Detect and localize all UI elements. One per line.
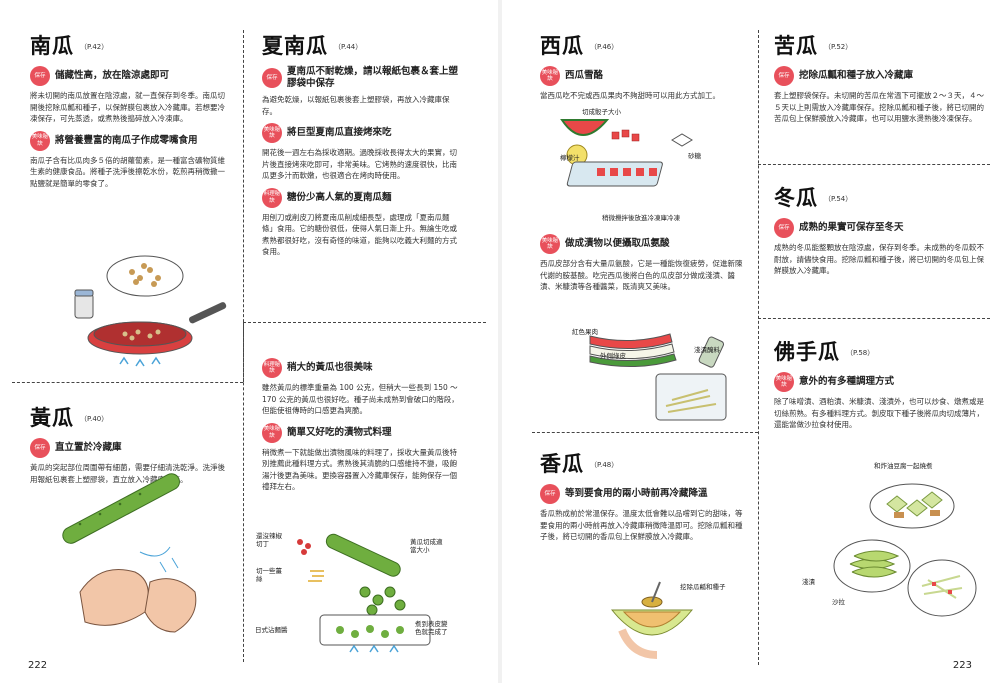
tip-body: 當西瓜吃不完或西瓜果肉不夠甜時可以用此方式加工。 <box>540 91 720 100</box>
caption: 紅色果肉 <box>572 328 598 336</box>
page-number: 222 <box>28 660 48 671</box>
page-number: 223 <box>952 660 972 671</box>
storage-badge: 保存 <box>774 218 794 238</box>
storage-badge: 保存 <box>540 484 560 504</box>
divider <box>243 322 244 662</box>
divider <box>243 30 244 382</box>
tip-body: 西瓜皮部分含有大量瓜氨酸，它是一種能恢復疲勞，促進新陳代謝的胺基酸。吃完西瓜後將… <box>540 259 743 291</box>
section-title: 佛手瓜（P.58） <box>774 340 875 364</box>
caption: 外側綠皮 <box>600 352 626 360</box>
section-bitter-melon: 苦瓜（P.52） 保存 挖除瓜瓤和種子放入冷藏庫 套上塑膠袋保存。未切開的苦瓜在… <box>774 30 984 125</box>
tip-body: 開花後一週左右為採收適期。過晚採收長得太大的果實，切片後直接烤來吃即可，非常美味… <box>262 148 457 180</box>
right-page: 西瓜（P.46） 美味秘訣 西瓜雪酪 當西瓜吃不完或西瓜果肉不夠甜時可以用此方式… <box>502 0 1000 683</box>
tip-body: 套上塑膠袋保存。未切開的苦瓜在常溫下可擺放２～３天，４～５天以上則需放入冷藏庫保… <box>774 91 984 123</box>
tip-body: 南瓜子含有比瓜肉多５倍的胡蘿蔔素，是一種富含礦物質維生素的健康食品。將種子洗淨後… <box>30 155 225 188</box>
caption: 挖除瓜瓤和種子 <box>680 583 726 591</box>
section-title: 香瓜（P.48） <box>540 452 619 476</box>
tip-body: 成熟的冬瓜能整顆放在陰涼處，保存到冬季。未成熟的冬瓜較不耐放，請儘快食用。挖除瓜… <box>774 243 984 275</box>
tip-heading: 美味秘訣 簡單又好吃的漬物式料理 <box>262 422 462 443</box>
section-pumpkin: 南瓜（P.42） 保存 儲藏性高，放在陰涼處即可 將未切開的南瓜放置在陰涼處，就… <box>30 30 230 189</box>
section-title: 西瓜（P.46） <box>540 34 619 58</box>
tip-body: 為避免乾燥，以報紙包裹後套上塑膠袋，再放入冷藏庫保存。 <box>262 95 450 116</box>
tip-heading: 美味秘訣 將巨型夏南瓜直接烤來吃 <box>262 123 460 143</box>
tip-heading: 保存 直立置於冷藏庫 <box>30 438 228 458</box>
tip-body: 除了味噌漬、酒粕漬、米糠漬、淺漬外，也可以炒食、燉煮或是切絲煎熟。有多種料理方式… <box>774 397 984 429</box>
caption: 黃瓜切成適當大小 <box>410 538 443 554</box>
caption: 砂糖 <box>688 152 701 160</box>
tip-badge: 美味秘訣 <box>30 130 50 151</box>
cooking-badge: 料理秘訣 <box>262 187 282 208</box>
divider <box>12 382 243 383</box>
tip-heading: 料理秘訣 糖份少高人氣的夏南瓜麵 <box>262 187 460 208</box>
tip-heading: 保存 成熟的果實可保存至冬天 <box>774 218 984 238</box>
tip-body: 雖然黃瓜的標準重量為 100 公克，但稍大一些長到 150 ～ 170 公克的黃… <box>262 383 459 415</box>
section-big-cucumber: 料理秘訣 稍大的黃瓜也很美味 雖然黃瓜的標準重量為 100 公克，但稍大一些長到… <box>262 352 462 493</box>
caption: 稍微攪拌後放進冷凍庫冷凍 <box>602 214 680 222</box>
tip-badge: 美味秘訣 <box>262 123 282 143</box>
section-chayote: 佛手瓜（P.58） 美味秘訣 意外的有多種調理方式 除了味噌漬、酒粕漬、米糠漬、… <box>774 336 984 431</box>
watermelon-pickle-illustration <box>589 333 727 421</box>
left-page: 南瓜（P.42） 保存 儲藏性高，放在陰涼處即可 將未切開的南瓜放置在陰涼處，就… <box>0 0 498 683</box>
tip-heading: 保存 夏南瓜不耐乾燥，請以報紙包裹＆套上塑膠袋中保存 <box>262 66 460 90</box>
caption: 淺漬醃料 <box>694 346 720 354</box>
section-title: 苦瓜（P.52） <box>774 34 853 58</box>
section-winter-melon: 冬瓜（P.54） 保存 成熟的果實可保存至冬天 成熟的冬瓜能整顆放在陰涼處，保存… <box>774 182 984 277</box>
washing-cucumber-illustration <box>62 473 197 633</box>
tip-heading: 美味秘訣 西瓜雪酪 <box>540 66 745 86</box>
tip-badge: 美味秘訣 <box>262 422 282 443</box>
cucumber-cooking-illustration <box>297 533 431 653</box>
section-melon: 香瓜（P.48） 保存 等到要食用的兩小時前再冷藏降溫 香瓜熟成前於常溫保存。溫… <box>540 448 745 543</box>
storage-badge: 保存 <box>30 66 50 86</box>
section-watermelon-pickle: 美味秘訣 做成漬物以便攝取瓜氨酸 西瓜皮部分含有大量瓜氨酸，它是一種能恢復疲勞，… <box>540 228 745 293</box>
divider <box>758 30 759 665</box>
caption: 日式沾麵醬 <box>255 626 288 634</box>
tip-body: 香瓜熟成前於常溫保存。溫度太低會難以品嚐到它的甜味，等要食用的兩小時前再放入冷藏… <box>540 509 743 541</box>
tip-heading: 美味秘訣 將營養豐富的南瓜子作成零嘴食用 <box>30 130 230 151</box>
melon-scoop-illustration <box>610 581 694 659</box>
divider <box>243 322 486 323</box>
tip-heading: 保存 儲藏性高，放在陰涼處即可 <box>30 66 230 86</box>
caption: 檸檬汁 <box>560 154 580 162</box>
tip-body: 用刨刀或削皮刀將夏南瓜削成細長型，處理成「夏南瓜麵條」食用。它的糖份很低，使得人… <box>262 212 457 257</box>
tip-heading: 美味秘訣 意外的有多種調理方式 <box>774 372 984 392</box>
section-title: 黃瓜（P.40） <box>30 406 109 430</box>
section-title: 南瓜（P.42） <box>30 34 109 58</box>
storage-badge: 保存 <box>262 68 282 88</box>
storage-badge: 保存 <box>30 438 50 458</box>
caption: 切成骰子大小 <box>582 108 621 116</box>
watermelon-sorbet-illustration <box>560 119 693 187</box>
chayote-dishes-illustration <box>833 483 977 617</box>
tip-heading: 料理秘訣 稍大的黃瓜也很美味 <box>262 358 462 378</box>
cooking-badge: 料理秘訣 <box>262 358 282 378</box>
frying-pan-illustration <box>74 255 227 367</box>
caption: 沙拉 <box>832 598 845 606</box>
divider <box>532 432 758 433</box>
tip-body: 稍微煮一下就能做出漬物風味的料理了，採收大量黃瓜後特別推薦此種料理方式。煮熟後其… <box>262 447 457 492</box>
caption: 還沒辣椒切丁 <box>256 532 282 548</box>
section-title: 冬瓜（P.54） <box>774 186 853 210</box>
book-gutter <box>498 0 502 683</box>
caption: 淺漬 <box>802 578 815 586</box>
tip-body: 黃瓜的突起部位周圍帶有細菌，需要仔細清洗乾淨。洗淨後用報紙包裹套上塑膠袋，直立放… <box>30 463 225 484</box>
section-zucchini: 夏南瓜（P.44） 保存 夏南瓜不耐乾燥，請以報紙包裹＆套上塑膠袋中保存 為避免… <box>262 30 460 258</box>
section-title: 夏南瓜（P.44） <box>262 34 363 58</box>
tip-heading: 美味秘訣 做成漬物以便攝取瓜氨酸 <box>540 234 745 254</box>
tip-badge: 美味秘訣 <box>540 66 560 86</box>
divider <box>758 318 990 319</box>
storage-badge: 保存 <box>774 66 794 86</box>
section-watermelon: 西瓜（P.46） 美味秘訣 西瓜雪酪 當西瓜吃不完或西瓜果肉不夠甜時可以用此方式… <box>540 30 745 102</box>
tip-badge: 美味秘訣 <box>540 234 560 254</box>
caption: 煮到表皮變色就完成了 <box>415 620 448 636</box>
divider <box>758 164 990 165</box>
caption: 和炸油豆腐一起燒煮 <box>874 462 933 470</box>
section-cucumber: 黃瓜（P.40） 保存 直立置於冷藏庫 黃瓜的突起部位周圍帶有細菌，需要仔細清洗… <box>30 402 228 485</box>
tip-body: 將未切開的南瓜放置在陰涼處，就一直保存到冬季。南瓜切開後挖除瓜瓤和種子，以保鮮膜… <box>30 91 225 123</box>
caption: 切一些薑絲 <box>256 567 282 583</box>
tip-badge: 美味秘訣 <box>774 372 794 392</box>
tip-heading: 保存 等到要食用的兩小時前再冷藏降溫 <box>540 484 745 504</box>
tip-heading: 保存 挖除瓜瓤和種子放入冷藏庫 <box>774 66 984 86</box>
